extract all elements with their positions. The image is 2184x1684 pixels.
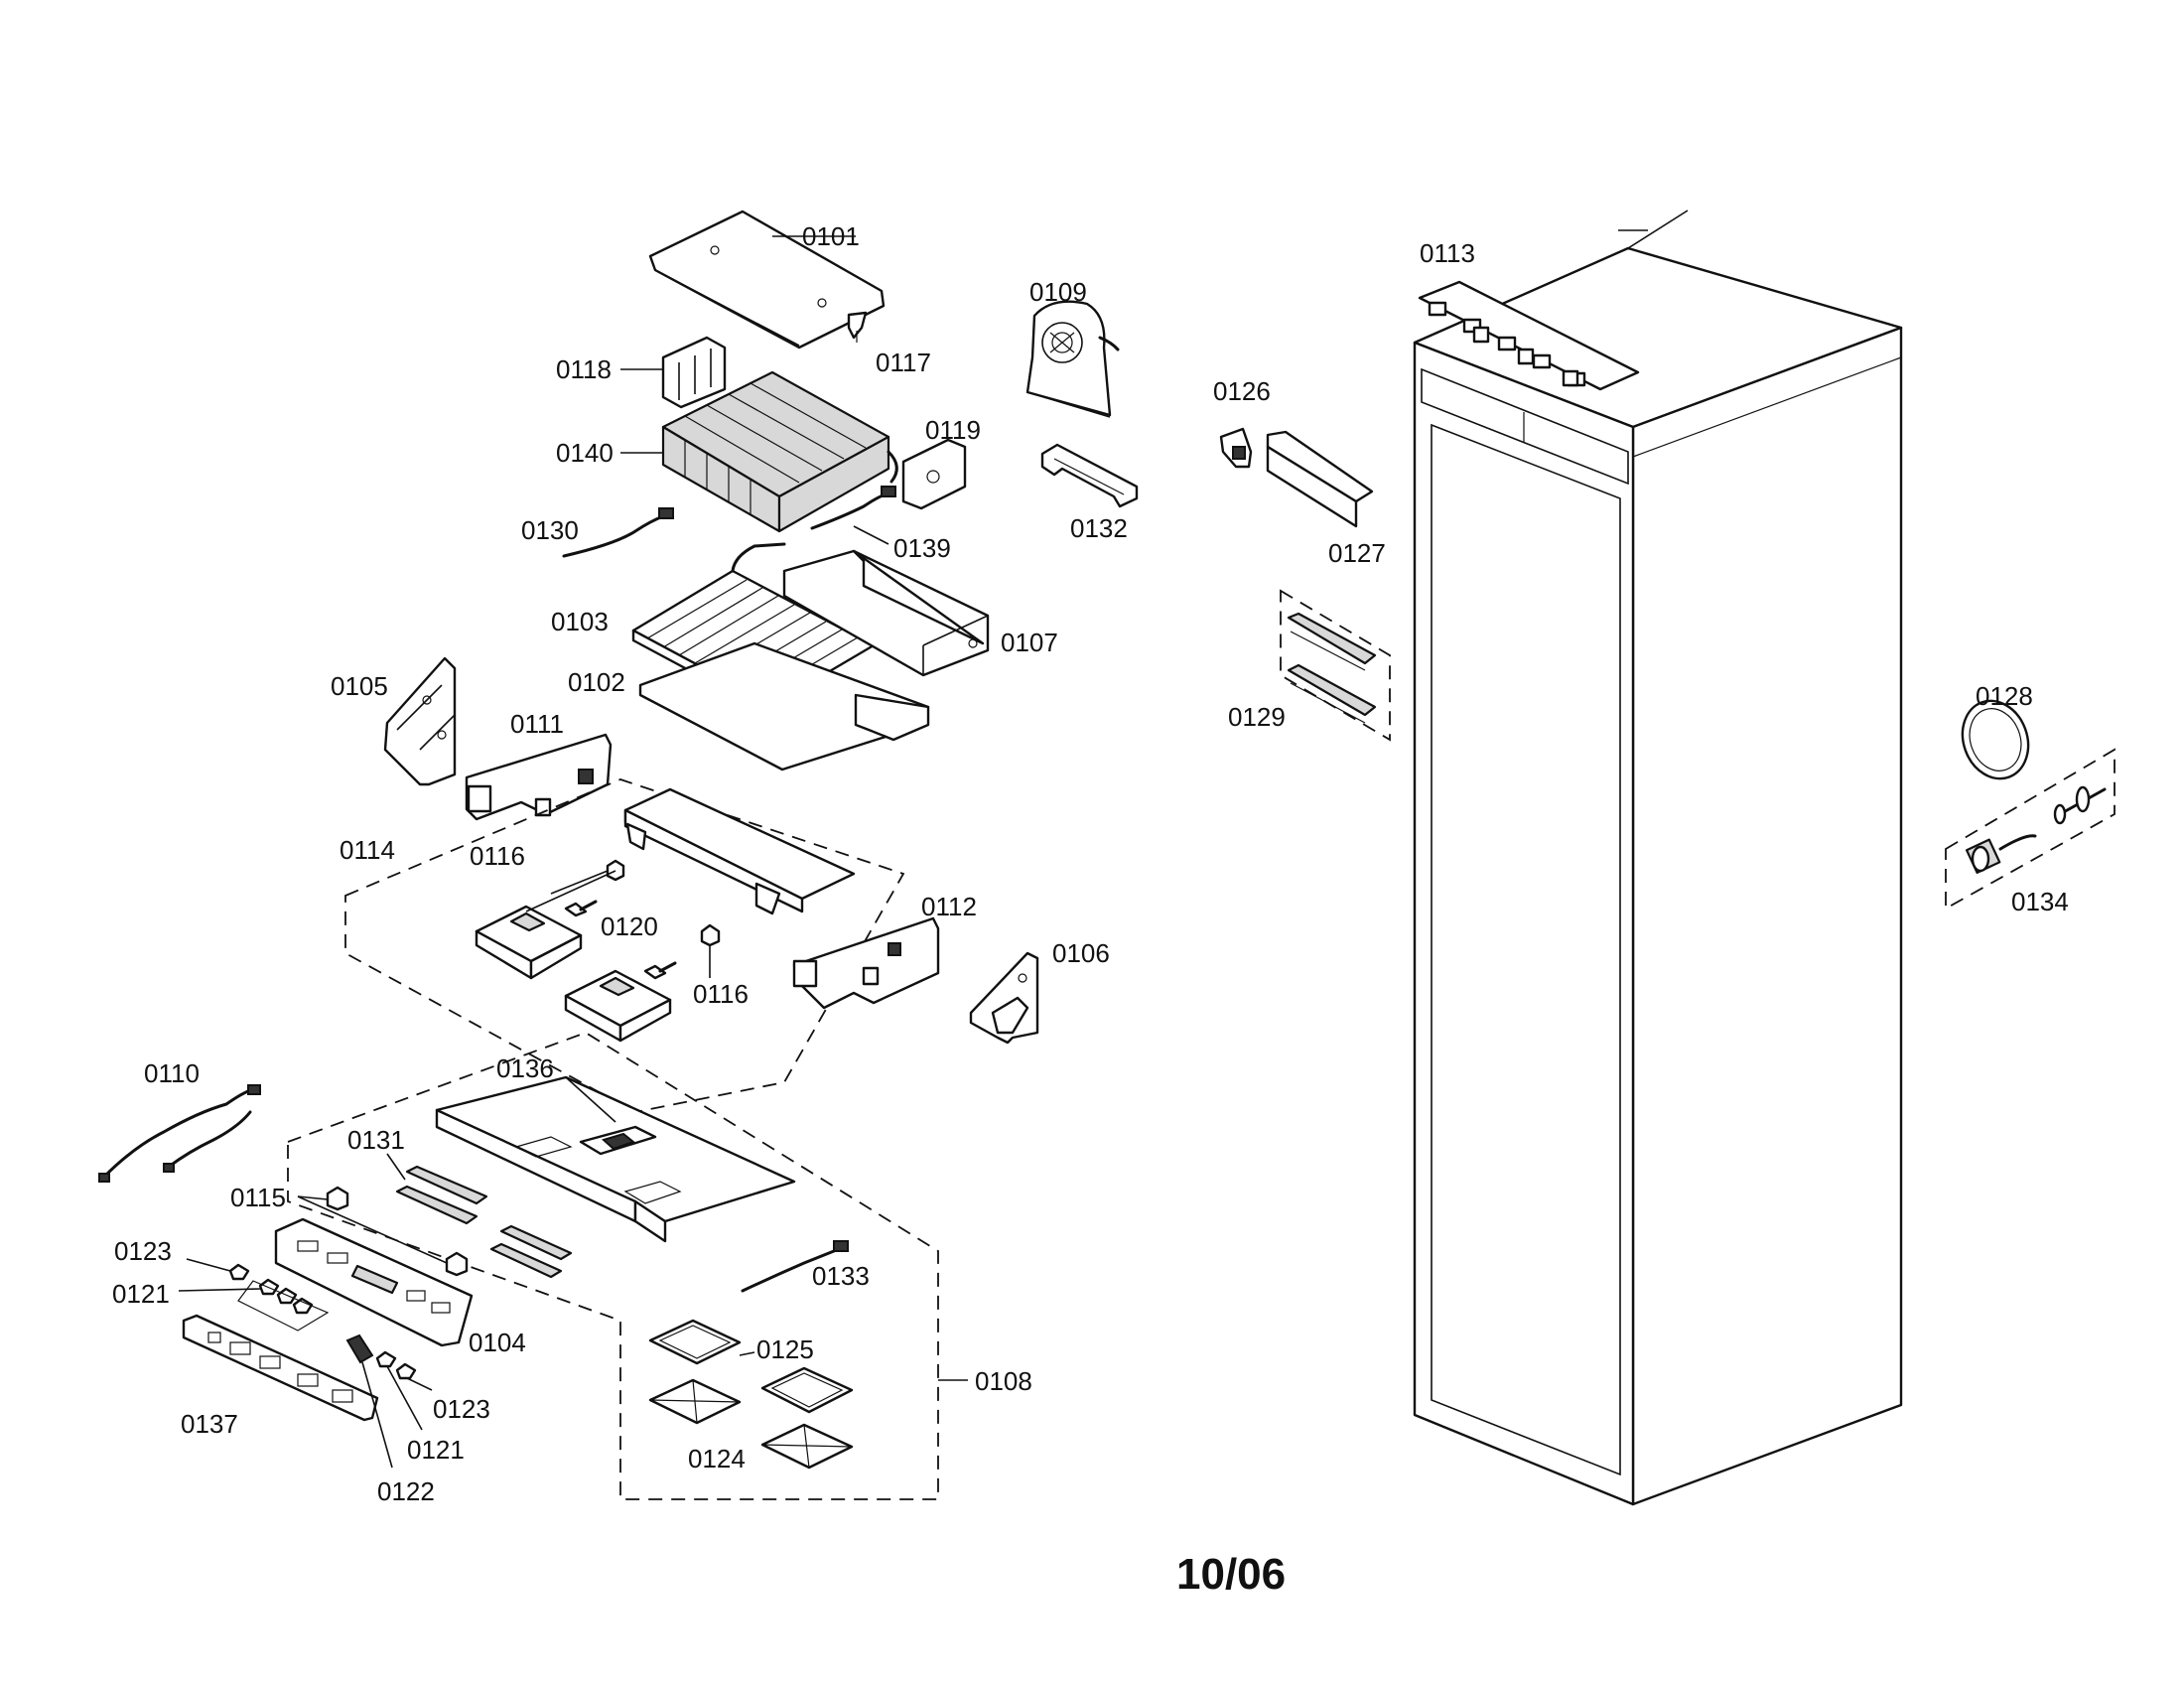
light-strips xyxy=(386,1153,573,1279)
cabinet-shell xyxy=(1413,210,1903,1506)
pyramid-cover-bottom xyxy=(564,969,672,1043)
control-board xyxy=(274,1217,474,1347)
leader-0116-top xyxy=(550,870,609,895)
callout-0132: 0132 xyxy=(1070,513,1128,543)
square-gaskets xyxy=(648,1319,854,1414)
callout-0136: 0136 xyxy=(496,1053,554,1083)
evaporator-clip-right xyxy=(901,438,967,510)
knob-set-left xyxy=(178,1258,330,1332)
bottom-sensor xyxy=(741,1240,849,1293)
screw-bottom xyxy=(643,961,677,980)
callout-0119: 0119 xyxy=(925,415,981,445)
callout-0120: 0120 xyxy=(601,912,658,941)
door-rails xyxy=(1280,589,1391,742)
screw-top xyxy=(564,900,598,917)
callout-0106: 0106 xyxy=(1052,938,1110,968)
callout-0109: 0109 xyxy=(1029,277,1087,307)
leader-0115-b xyxy=(297,1195,448,1264)
callout-0110: 0110 xyxy=(144,1058,200,1088)
right-side-bracket xyxy=(969,951,1039,1045)
pyramid-cover-top xyxy=(475,905,583,980)
callout-0101: 0101 xyxy=(802,221,860,251)
fan-bracket xyxy=(1040,443,1139,508)
callout-0104: 0104 xyxy=(469,1328,526,1357)
callout-0114: 0114 xyxy=(340,835,395,865)
callout-0128: 0128 xyxy=(1976,681,2033,711)
drip-tray xyxy=(638,641,930,772)
callout-0127: 0127 xyxy=(1328,538,1386,568)
callout-0125: 0125 xyxy=(756,1334,814,1364)
callout-0134: 0134 xyxy=(2011,887,2069,916)
door-switch xyxy=(1219,427,1253,469)
drain-plug xyxy=(847,311,868,343)
callout-0121-right: 0121 xyxy=(407,1435,465,1465)
light-cover-plate xyxy=(1266,430,1374,528)
callout-0118: 0118 xyxy=(556,354,612,384)
right-housing xyxy=(792,916,940,1010)
callout-0124: 0124 xyxy=(688,1444,746,1474)
callout-0116-top: 0116 xyxy=(470,841,525,871)
rocker-switch xyxy=(345,1333,393,1469)
callout-0131: 0131 xyxy=(347,1125,405,1155)
wire-harness xyxy=(98,1084,261,1183)
callout-0133: 0133 xyxy=(812,1261,870,1291)
callout-0105: 0105 xyxy=(331,671,388,701)
evaporator-cover-plate xyxy=(648,210,886,350)
callout-0139: 0139 xyxy=(893,533,951,563)
callout-0103: 0103 xyxy=(551,607,609,636)
leader-0116-top-b xyxy=(525,870,616,912)
front-panel xyxy=(182,1314,379,1422)
callout-0126: 0126 xyxy=(1213,376,1271,406)
callout-0111: 0111 xyxy=(510,709,564,739)
callout-0117: 0117 xyxy=(876,348,931,377)
top-hinge-bracket xyxy=(1418,280,1640,391)
cube-top xyxy=(606,859,625,882)
temperature-sensor-right xyxy=(810,486,896,545)
evaporator-coil xyxy=(620,370,898,533)
temperature-sensor-left xyxy=(562,507,674,558)
lamp-ring xyxy=(1961,699,2030,780)
leader-0115 xyxy=(297,1195,329,1200)
callout-0122: 0122 xyxy=(377,1476,435,1506)
revision-date: 10/06 xyxy=(1176,1550,1286,1599)
callout-0107: 0107 xyxy=(1001,628,1058,657)
air-duct xyxy=(782,549,990,677)
control-cube-a xyxy=(326,1186,349,1211)
knob-set-right xyxy=(375,1350,433,1431)
pyramid-gaskets xyxy=(648,1378,854,1470)
callout-0130: 0130 xyxy=(521,515,579,545)
callout-0137: 0137 xyxy=(181,1409,238,1439)
callout-0108: 0108 xyxy=(975,1366,1032,1396)
callout-0121-left: 0121 xyxy=(112,1279,170,1309)
fan-shroud xyxy=(623,787,856,915)
callout-0116-bottom: 0116 xyxy=(693,979,749,1009)
control-panel-group xyxy=(287,1032,939,1500)
cube-bottom xyxy=(700,923,721,947)
evaporator-clip-left xyxy=(620,336,727,409)
lamp-assembly xyxy=(1945,748,2116,911)
callout-0113: 0113 xyxy=(1420,238,1475,268)
callout-0140: 0140 xyxy=(556,438,614,468)
callout-0129: 0129 xyxy=(1228,702,1286,732)
callout-0115: 0115 xyxy=(230,1183,286,1212)
callout-0123-left: 0123 xyxy=(114,1236,172,1266)
callout-0123-right: 0123 xyxy=(433,1394,490,1424)
evaporator-fan xyxy=(1025,300,1120,418)
left-side-bracket xyxy=(383,656,457,786)
callout-0102: 0102 xyxy=(568,667,625,697)
control-cube-b xyxy=(445,1251,469,1277)
left-housing xyxy=(465,733,613,821)
callout-0112: 0112 xyxy=(921,892,977,921)
control-mounting-plate xyxy=(435,1075,796,1243)
fan-shroud-group xyxy=(344,778,905,1113)
